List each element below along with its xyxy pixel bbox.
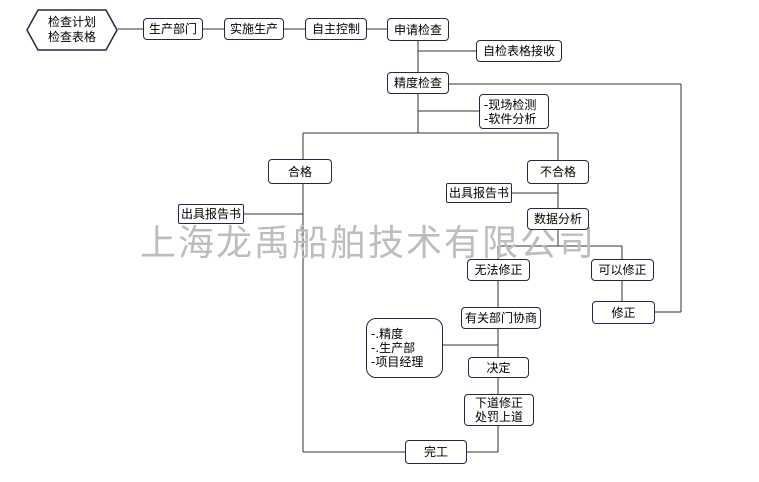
precision-inspection-node[interactable]: 精度检查: [387, 72, 449, 94]
unqualified-node[interactable]: 不合格: [527, 160, 589, 184]
hexagon-shape: [26, 9, 118, 51]
decision-node[interactable]: 决定: [468, 357, 529, 378]
report-left-node[interactable]: 出具报告书: [178, 204, 244, 224]
production-dept-node[interactable]: 生产部门: [143, 18, 203, 40]
report-right-node[interactable]: 出具报告书: [446, 183, 512, 203]
parties-node[interactable]: -.精度 -.生产部 -项目经理: [366, 318, 443, 378]
can-correct-node[interactable]: 可以修正: [591, 259, 654, 281]
qualified-node[interactable]: 合格: [268, 159, 332, 184]
dept-consult-node[interactable]: 有关部门协商: [461, 307, 541, 329]
penalty-node[interactable]: 下道修正 处罚上道: [464, 394, 534, 426]
self-control-node[interactable]: 自主控制: [305, 18, 367, 40]
party-project-manager: -项目经理: [371, 355, 424, 369]
method-onsite: -现场检测: [484, 97, 537, 112]
party-precision: -.精度: [371, 327, 404, 341]
penalty-line-2: 处罚上道: [474, 410, 523, 424]
implement-production-node[interactable]: 实施生产: [224, 18, 284, 40]
penalty-line-1: 下道修正: [474, 396, 523, 410]
method-software: -软件分析: [484, 111, 537, 126]
data-analysis-node[interactable]: 数据分析: [527, 208, 589, 230]
plan-line-1: 检查计划: [47, 15, 96, 29]
apply-inspection-node[interactable]: 申请检查: [387, 18, 449, 41]
complete-node[interactable]: 完工: [405, 440, 467, 464]
receive-form-node[interactable]: 自检表格接收: [476, 40, 562, 62]
inspection-plan-node[interactable]: 检查计划 检查表格: [26, 9, 118, 51]
company-watermark: 上海龙禹船舶技术有限公司: [140, 223, 597, 264]
plan-line-2: 检查表格: [47, 30, 96, 44]
cannot-correct-node[interactable]: 无法修正: [467, 259, 530, 281]
correct-node[interactable]: 修正: [592, 301, 655, 324]
inspection-methods-node[interactable]: -现场检测 -软件分析: [479, 94, 549, 129]
party-production: -.生产部: [371, 341, 416, 355]
